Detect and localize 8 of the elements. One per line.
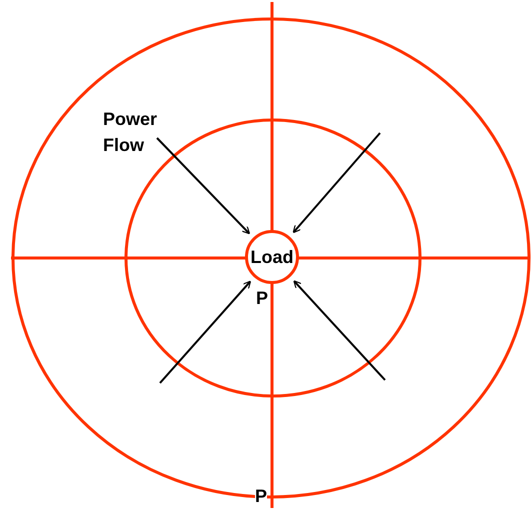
node-label: Load	[250, 246, 294, 269]
arrow	[156, 137, 250, 234]
arrow	[292, 132, 381, 234]
arrow	[293, 280, 386, 381]
arrow	[159, 280, 252, 384]
text-label: P	[256, 288, 268, 308]
load-circle	[245, 230, 299, 284]
text-label: Power Flow	[103, 106, 173, 158]
